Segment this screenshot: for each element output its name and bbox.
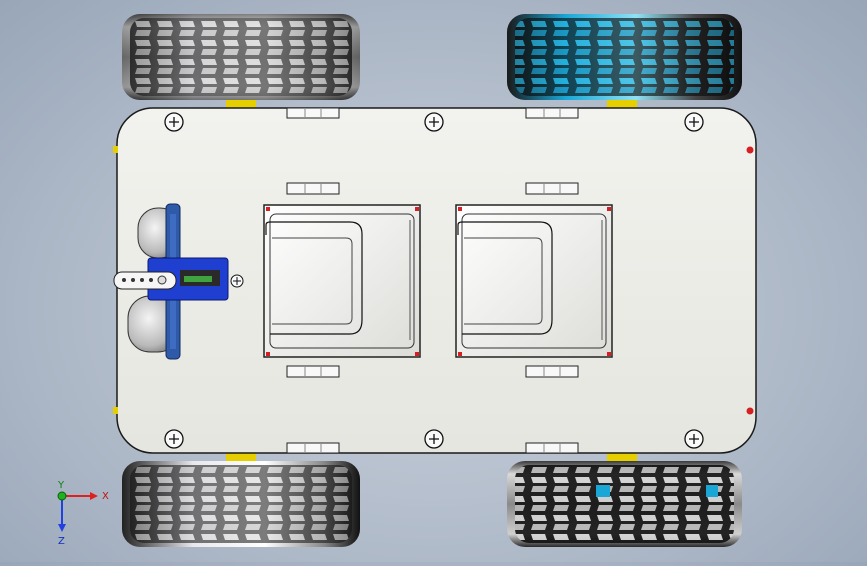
y-axis-label: Y — [57, 480, 65, 491]
battery-box-left[interactable] — [263, 204, 421, 358]
hub-front-left — [226, 100, 256, 108]
side-tab — [113, 407, 118, 414]
screw-icon — [164, 429, 184, 449]
screw-icon — [424, 429, 444, 449]
screw-heads — [164, 112, 704, 449]
tire-front-right — [507, 14, 742, 100]
tire-front-left — [122, 14, 360, 100]
hub-front-right — [607, 100, 637, 108]
screw-icon — [684, 429, 704, 449]
orientation-triad: X Y Z — [57, 480, 109, 547]
screw-icon — [424, 112, 444, 132]
tire-rear-right — [507, 461, 742, 547]
hub-rear-left — [226, 453, 256, 461]
hub-rear-right — [607, 453, 637, 461]
servo-horn — [113, 271, 177, 290]
side-tab — [113, 146, 118, 153]
battery-box-right[interactable] — [455, 204, 613, 358]
tire-rear-left — [122, 461, 360, 547]
motor-mount-slots — [286, 107, 579, 454]
side-tab-red — [746, 146, 754, 154]
screw-icon — [684, 112, 704, 132]
screw-icon — [164, 112, 184, 132]
z-axis-label: Z — [58, 536, 65, 547]
side-tab-red — [746, 407, 754, 415]
x-axis-label: X — [102, 491, 109, 502]
